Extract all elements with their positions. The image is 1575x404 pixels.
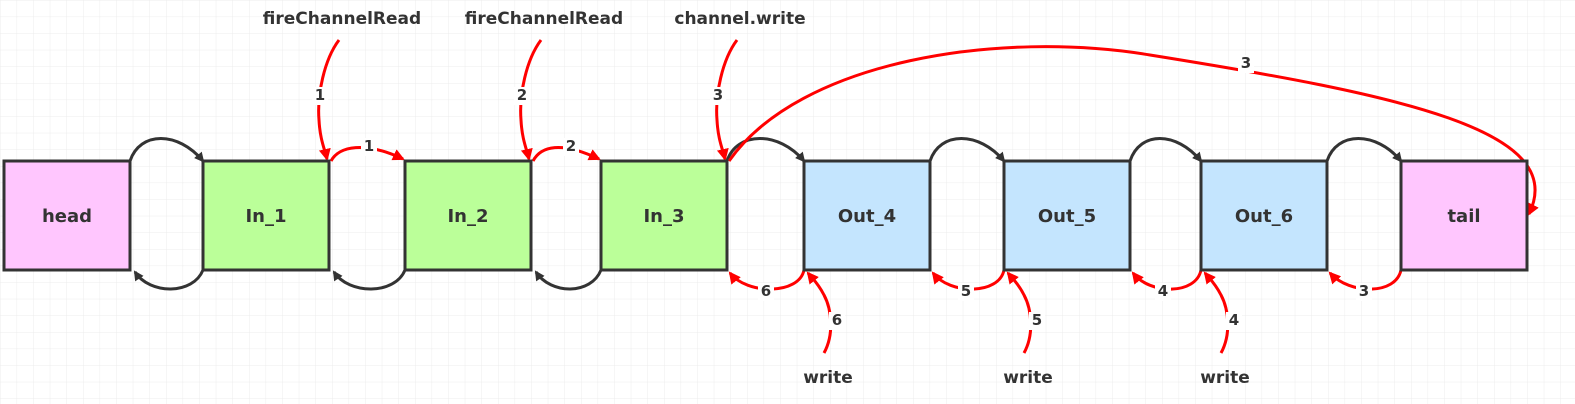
node-out6[interactable]: Out_6 xyxy=(1199,159,1329,272)
call-label: fireChannelRead xyxy=(263,9,421,29)
call-label: fireChannelRead xyxy=(465,9,623,29)
node-label: tail xyxy=(1447,206,1480,227)
handler-nodes: head In_1 In_2 In_3 Out_4 Out_5 Out_6 tail xyxy=(2,159,1529,272)
write-arrow xyxy=(1006,271,1033,354)
write-arrow xyxy=(1203,271,1230,354)
node-in1[interactable]: In_1 xyxy=(201,159,331,272)
call-arrow xyxy=(519,39,543,161)
step-number: 2 xyxy=(566,137,576,155)
node-box xyxy=(201,159,331,272)
step-number: 2 xyxy=(517,86,527,104)
step-number: 3 xyxy=(1241,54,1251,72)
next-call-arrow xyxy=(329,146,405,162)
next-link-arrow xyxy=(725,137,806,163)
call-arrow xyxy=(317,39,341,161)
node-box xyxy=(1002,159,1132,272)
write-arrow xyxy=(806,271,833,354)
step-number: 6 xyxy=(761,282,771,300)
next-link-arrow xyxy=(928,137,1006,163)
step-number: 6 xyxy=(832,311,842,329)
node-out4[interactable]: Out_4 xyxy=(802,159,932,272)
step-number: 5 xyxy=(1032,311,1042,329)
flow-labels: fireChannelRead 1 1 fireChannelRead 2 2 channe… xyxy=(263,9,1372,388)
node-label: head xyxy=(42,206,92,227)
node-label: In_1 xyxy=(245,206,286,227)
node-box xyxy=(802,159,932,272)
step-number: 4 xyxy=(1158,282,1168,300)
step-number: 4 xyxy=(1229,311,1239,329)
prev-link-arrow xyxy=(133,269,205,291)
call-label: channel.write xyxy=(674,9,805,29)
prev-call-arrow xyxy=(1131,269,1203,291)
call-label: write xyxy=(1003,368,1053,388)
node-in2[interactable]: In_2 xyxy=(403,159,533,272)
step-number: 5 xyxy=(961,282,971,300)
node-in3[interactable]: In_3 xyxy=(599,159,729,272)
flow-arrows xyxy=(317,39,1539,354)
node-tail[interactable]: tail xyxy=(1399,159,1529,272)
node-label: Out_4 xyxy=(838,206,896,227)
call-arrow xyxy=(715,39,739,161)
node-out5[interactable]: Out_5 xyxy=(1002,159,1132,272)
node-box xyxy=(599,159,729,272)
next-link-arrow xyxy=(1325,137,1403,163)
step-number: 3 xyxy=(1359,282,1369,300)
call-label: write xyxy=(803,368,853,388)
node-box xyxy=(403,159,533,272)
next-link-arrow xyxy=(128,137,205,163)
node-box xyxy=(2,159,132,272)
step-number: 1 xyxy=(315,86,325,104)
step-number: 3 xyxy=(713,86,723,104)
node-label: Out_5 xyxy=(1038,206,1096,227)
next-link-arrow xyxy=(1128,137,1203,163)
node-box xyxy=(1199,159,1329,272)
node-head[interactable]: head xyxy=(2,159,132,272)
node-label: In_2 xyxy=(447,206,488,227)
prev-link-arrow xyxy=(332,269,407,291)
call-label: write xyxy=(1200,368,1250,388)
prev-link-arrow xyxy=(534,269,603,291)
node-label: In_3 xyxy=(643,206,684,227)
node-box xyxy=(1399,159,1529,272)
step-number: 1 xyxy=(364,137,374,155)
link-arrows xyxy=(128,137,1403,291)
node-label: Out_6 xyxy=(1235,206,1293,227)
skip-to-tail-arrow xyxy=(727,45,1539,216)
next-call-arrow xyxy=(531,145,601,162)
